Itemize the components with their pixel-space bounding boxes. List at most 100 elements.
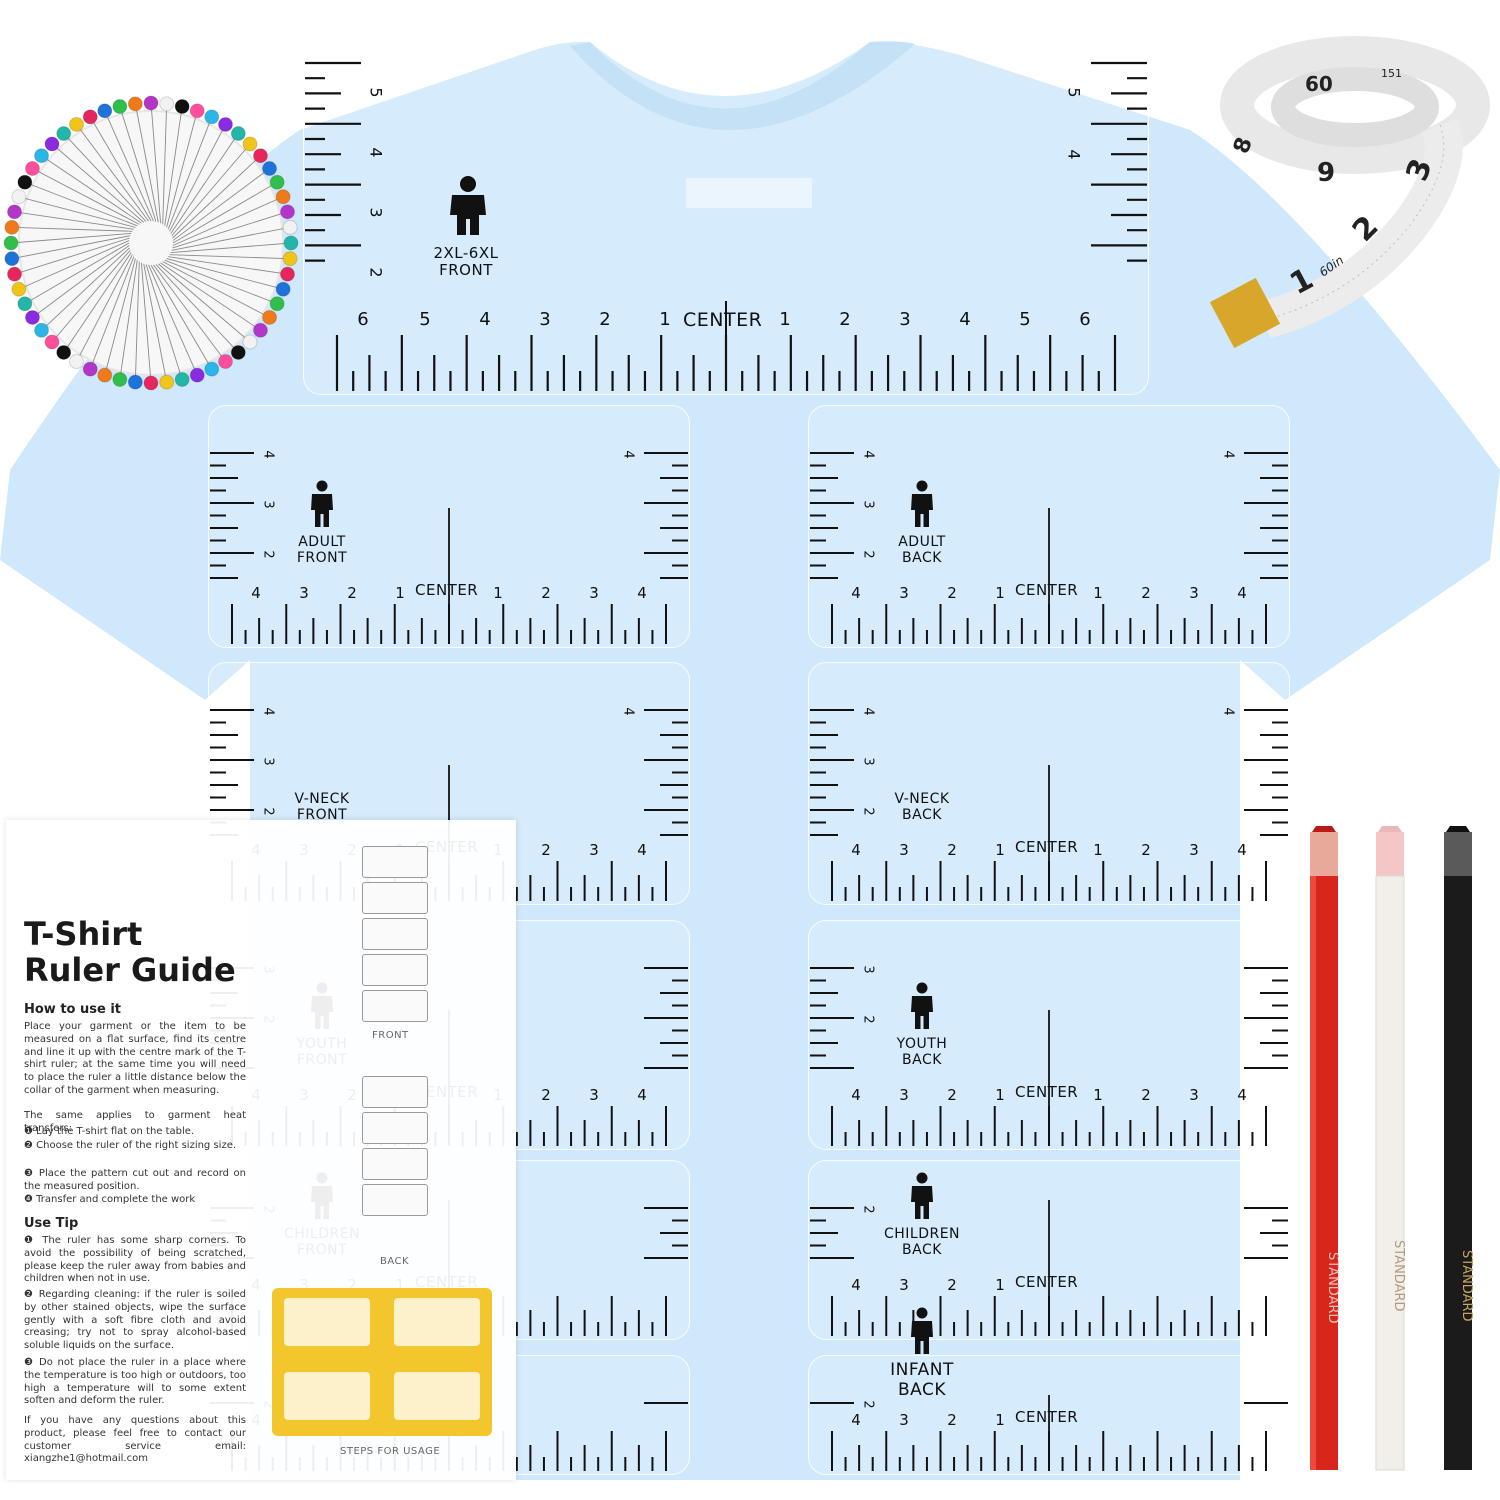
tape-measure: 1 2 3 9 8 60 151 60in xyxy=(1209,36,1490,349)
ruler-side-number: 2 xyxy=(860,807,876,816)
pin-needle xyxy=(14,211,134,230)
ruler-label-line2: BACK xyxy=(897,1379,946,1400)
adult-figure-icon xyxy=(311,480,333,527)
youth-figure-icon xyxy=(911,982,933,1029)
ruler-number: 2 xyxy=(947,1276,957,1294)
guide-contact: If you have any questions about this pro… xyxy=(24,1415,246,1465)
ruler-number: 1 xyxy=(995,1276,1005,1294)
pin-head xyxy=(242,136,258,152)
guide-thumbnail xyxy=(362,918,428,950)
ruler-number: 4 xyxy=(1237,1086,1247,1104)
pin-head xyxy=(174,99,190,115)
ruler-number: 6 xyxy=(1079,309,1091,330)
ruler-number: 3 xyxy=(899,584,909,602)
guide-thumbnail xyxy=(362,1112,428,1144)
ruler-number: 2 xyxy=(1141,1086,1151,1104)
pin-head xyxy=(56,126,72,142)
pin-needle xyxy=(160,262,261,331)
guide-caption-front: FRONT xyxy=(372,1030,409,1041)
ruler-number: 1 xyxy=(995,1411,1005,1429)
adult-figure-icon xyxy=(450,176,486,235)
ruler-number: 1 xyxy=(1093,841,1103,859)
ruler-number: 3 xyxy=(1189,841,1199,859)
ruler-center-label: CENTER xyxy=(1015,1273,1079,1291)
ruler-center-label: CENTER xyxy=(1015,1083,1079,1101)
pin-head xyxy=(127,96,143,112)
pin-needle xyxy=(150,102,162,224)
ruler-number: 2 xyxy=(947,841,957,859)
pin-head xyxy=(4,219,20,235)
pin-needle xyxy=(104,258,136,376)
ruler-number: 5 xyxy=(419,309,431,330)
ruler-number: 3 xyxy=(1189,1086,1199,1104)
ruler-label-line2: FRONT xyxy=(439,261,493,280)
ruler-label-line1: INFANT xyxy=(890,1360,954,1380)
ruler-number: 4 xyxy=(851,1086,861,1104)
pin-head xyxy=(82,361,98,377)
ruler-side-number: 3 xyxy=(860,500,876,509)
pin-head xyxy=(262,309,278,325)
ruler-side-number: 4 xyxy=(260,707,276,716)
guide-thumbnail xyxy=(362,1076,428,1108)
pencil-brand: STANDARD xyxy=(1325,1252,1340,1324)
pin-needle xyxy=(148,264,198,376)
pin-needle xyxy=(18,240,130,290)
pin-needle xyxy=(170,133,239,234)
ruler-number: 1 xyxy=(1093,1086,1103,1104)
guide-title-line1: T-Shirt xyxy=(24,915,143,953)
pin-head xyxy=(283,235,299,251)
ruler-number: 3 xyxy=(899,841,909,859)
ruler-number: 3 xyxy=(899,1086,909,1104)
pin-needle xyxy=(172,196,284,246)
pin-head xyxy=(44,334,60,350)
pin-head xyxy=(275,189,291,205)
ruler-label-line1: V-NECK xyxy=(894,791,950,807)
ruler-number: 4 xyxy=(851,1411,861,1429)
pin-needle xyxy=(89,116,152,222)
pin-head xyxy=(282,219,298,235)
pin-needle xyxy=(14,237,130,275)
ruler-number: 1 xyxy=(779,309,791,330)
ruler-side-number: 4 xyxy=(860,450,876,459)
guide-step-4: ❹ Transfer and complete the work xyxy=(24,1194,196,1205)
pin-needle xyxy=(32,168,140,225)
ruler-number: 4 xyxy=(1237,584,1247,602)
ruler-number: 3 xyxy=(299,584,309,602)
pin-needle xyxy=(164,259,278,305)
tape-coil-inner xyxy=(1271,67,1439,147)
pin-needle xyxy=(89,256,135,370)
guide-title-line2: Ruler Guide xyxy=(24,951,236,989)
ruler-side-number: 2 xyxy=(366,267,386,278)
guide-how-text: Place your garment or the item to be mea… xyxy=(24,1021,246,1096)
pin-head xyxy=(230,126,246,142)
ruler-center-label: CENTER xyxy=(415,581,479,599)
guide-tip-2: ❷ Regarding cleaning: if the ruler is so… xyxy=(24,1289,246,1352)
pin-needle xyxy=(166,110,198,228)
steps-card-window xyxy=(394,1298,480,1346)
pin-needle xyxy=(11,235,131,260)
pin-needle xyxy=(172,181,278,244)
ruler-number: 3 xyxy=(899,1411,909,1429)
ruler-label-line1: CHILDREN xyxy=(883,1226,961,1242)
pin-needle xyxy=(170,242,292,254)
pin-head xyxy=(252,148,268,164)
pin-head xyxy=(204,109,220,125)
ruler-side-number: 4 xyxy=(620,450,636,459)
guide-same-text: The same applies to garment heat transfe… xyxy=(24,1110,246,1134)
ruler-center-label: CENTER xyxy=(1015,1408,1079,1426)
pin-head xyxy=(217,354,233,370)
pin-head xyxy=(11,189,27,205)
ruler-number: 2 xyxy=(599,309,611,330)
pin-needle xyxy=(32,245,130,318)
pencil-black: STANDARD xyxy=(1444,826,1474,1470)
steps-card xyxy=(272,1288,492,1436)
pin-head xyxy=(275,281,291,297)
ruler-side-number: 2 xyxy=(260,807,276,816)
pin-needle xyxy=(63,252,132,353)
ruler-number: 2 xyxy=(347,584,357,602)
ruler-center-label: CENTER xyxy=(1015,838,1079,856)
guide-thumbnail xyxy=(362,846,428,878)
